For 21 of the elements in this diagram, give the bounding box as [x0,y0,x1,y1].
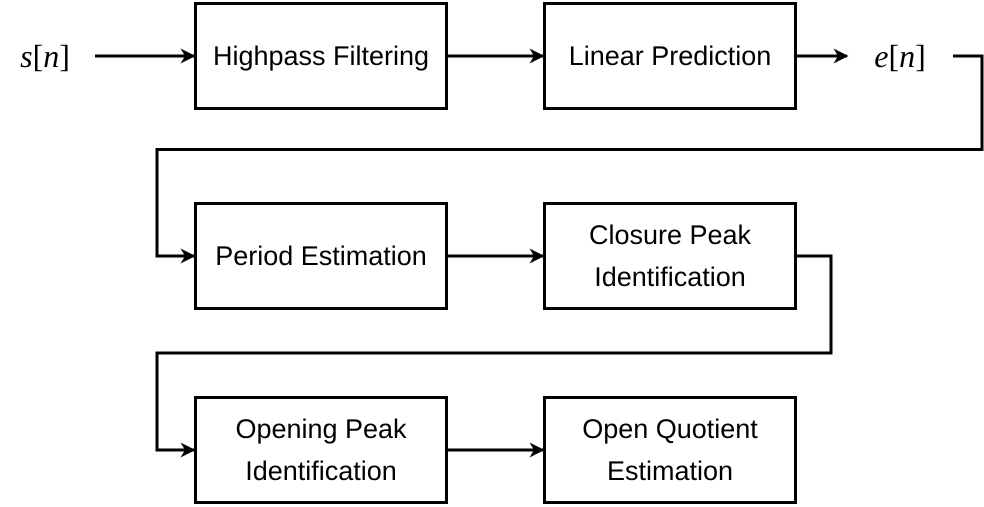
arrow [156,54,984,264]
arrow [797,48,848,64]
box-label: Period Estimation [215,240,427,273]
arrow [156,254,832,458]
box-label: Linear Prediction [568,40,772,73]
arrow [448,442,544,458]
process-box [194,202,448,310]
box-label: Closure Peak Identification [588,219,752,294]
box-label: Open Quotient Estimation [581,413,759,488]
box-label: Opening Peak Identification [234,413,408,488]
process-box [543,396,797,504]
process-box [194,396,448,504]
arrow [448,48,544,64]
process-box [543,202,797,310]
process-box [194,2,448,110]
arrow [95,48,196,64]
signal-label: e[n] [855,35,945,77]
process-box [543,2,797,110]
box-label: Highpass Filtering [212,40,430,73]
signal-label: s[n] [5,35,85,77]
arrow [448,248,544,264]
